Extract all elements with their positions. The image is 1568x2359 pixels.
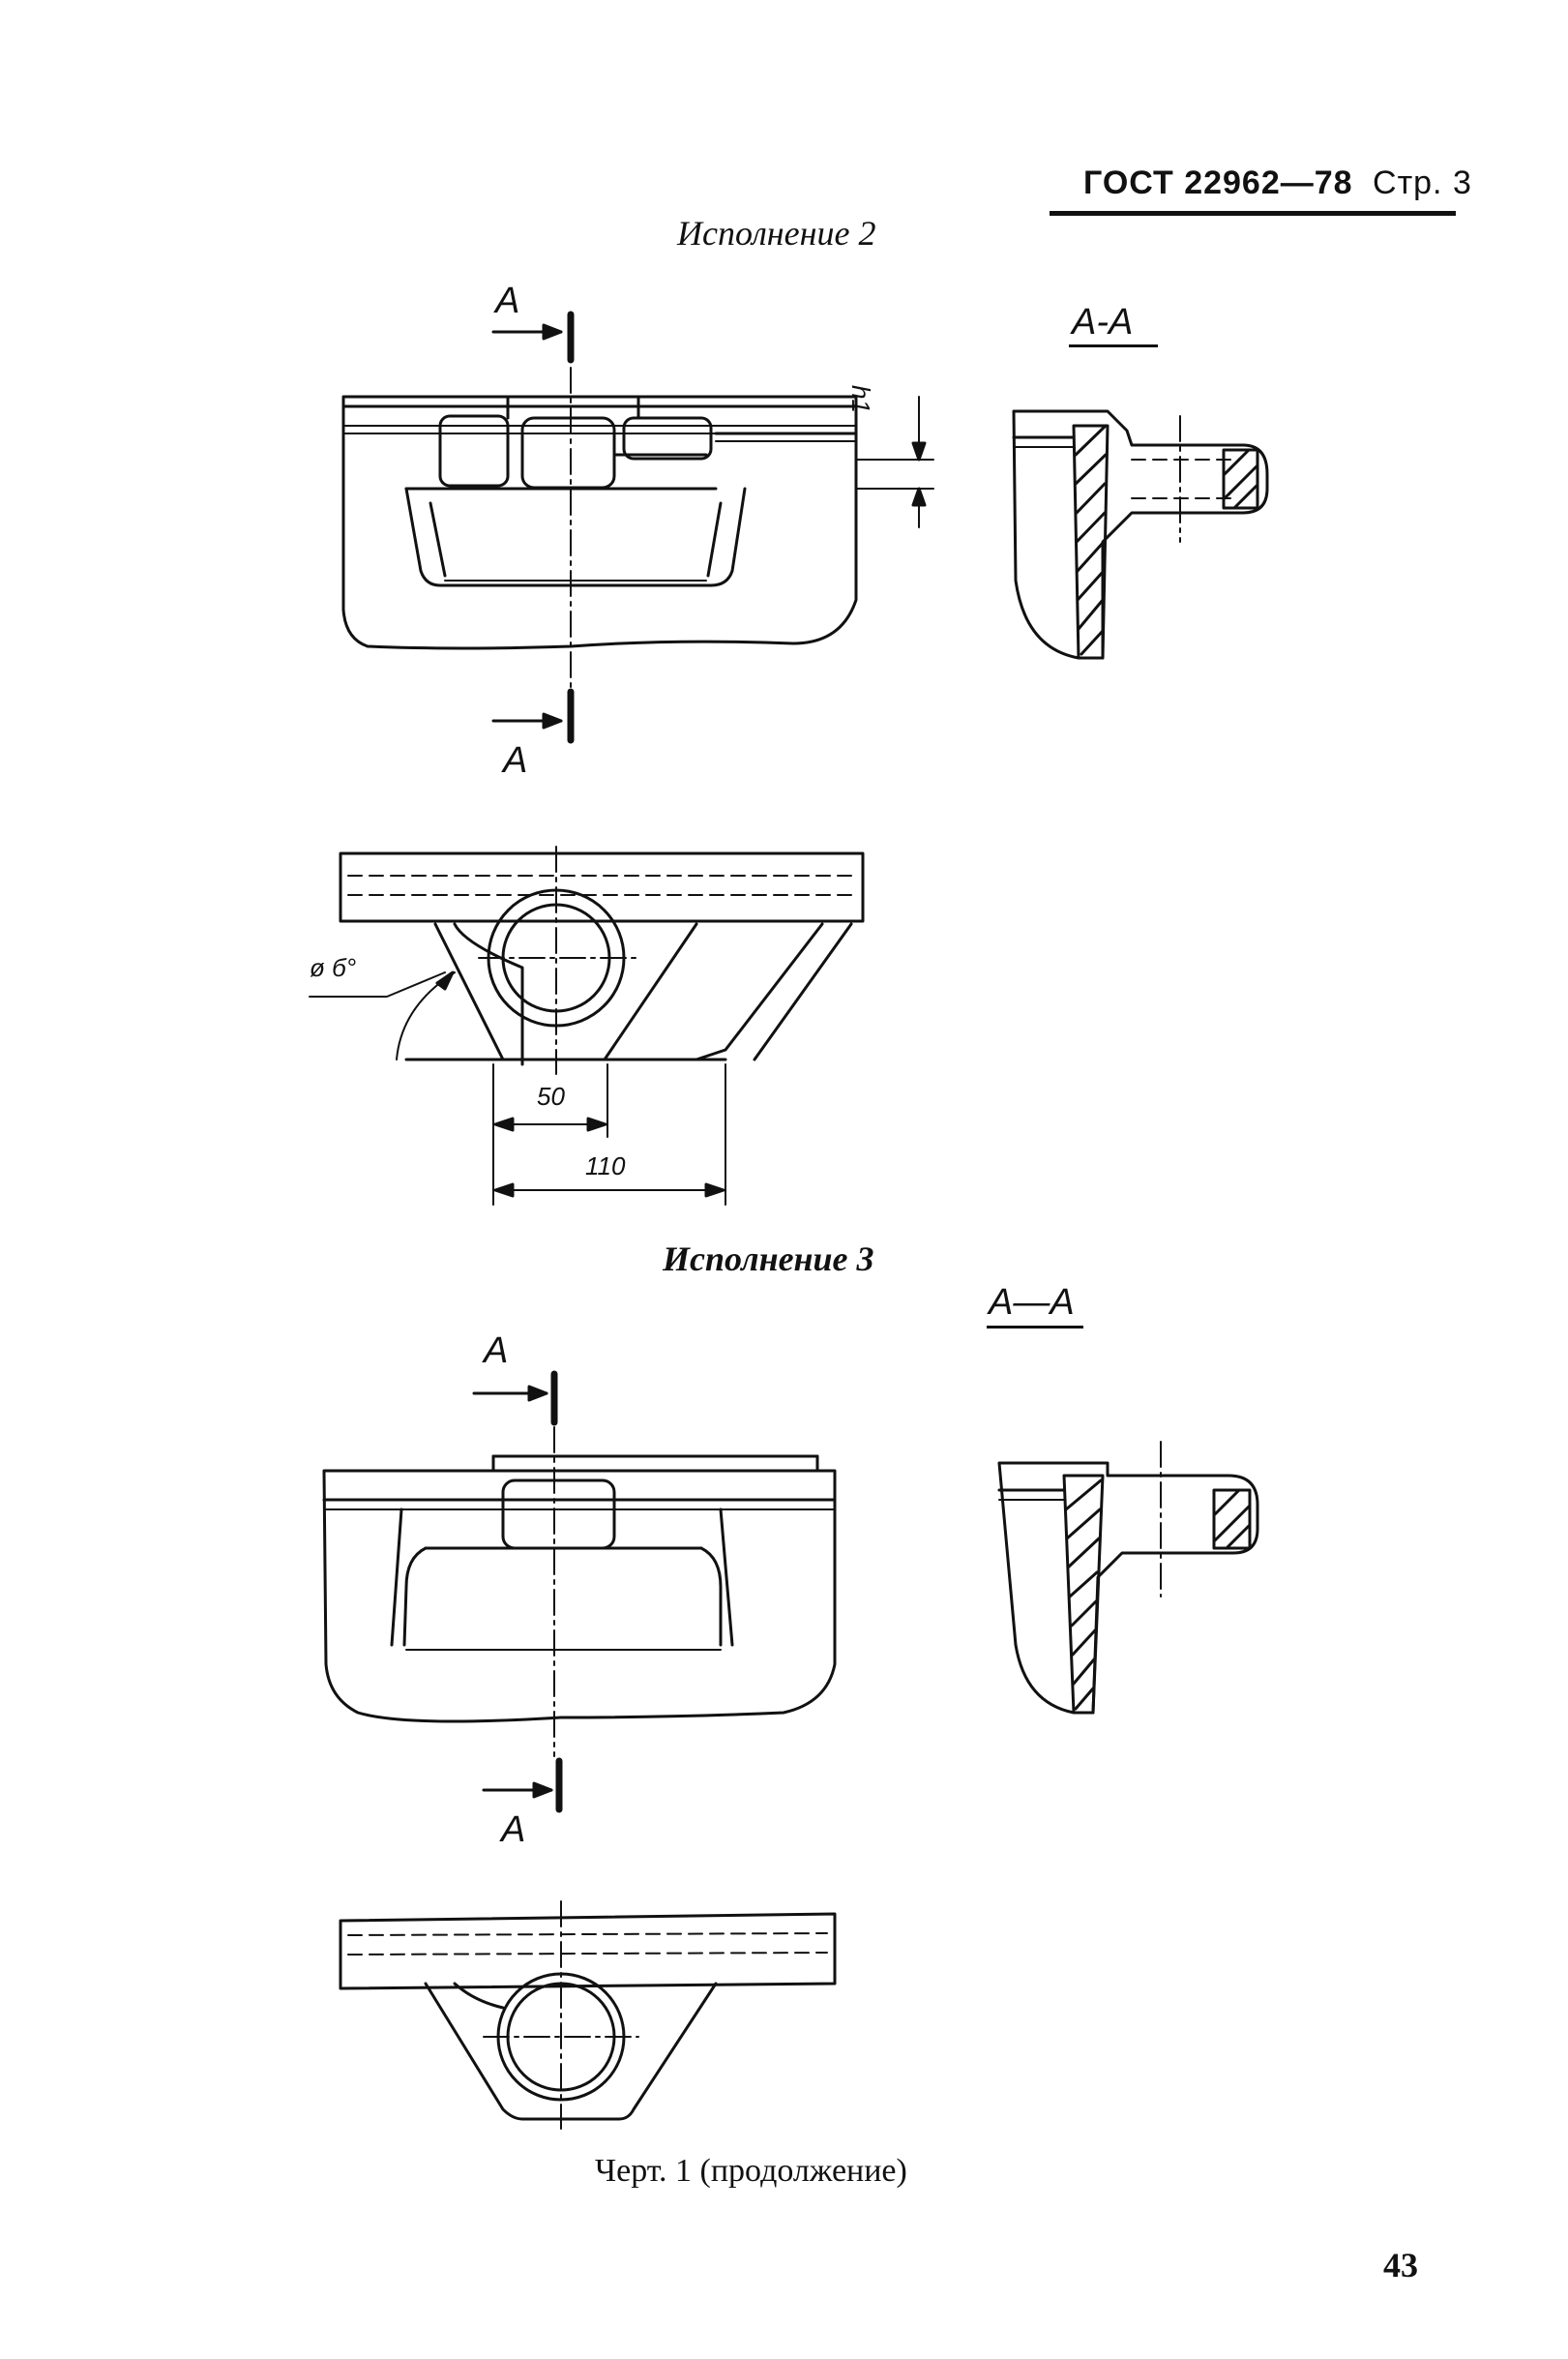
variant-3-section-view	[997, 1441, 1259, 1715]
variant-2-section-view	[1012, 409, 1269, 660]
cut-label-bottom-3: А	[501, 1809, 526, 1850]
standard-number: ГОСТ 22962—78	[1083, 164, 1353, 201]
cut-label-bottom-2: А	[503, 740, 528, 781]
dimension-diameter: ø б°	[310, 953, 357, 982]
header-rule	[1050, 211, 1456, 216]
section-label-a-a-3: А—А	[989, 1282, 1075, 1323]
variant-3-front-view	[322, 1370, 837, 1813]
figure-caption: Черт. 1 (продолжение)	[595, 2153, 907, 2189]
section-label-underline-2	[1069, 344, 1158, 347]
cut-label-top-3: А	[484, 1330, 509, 1371]
dimension-50: 50	[537, 1082, 565, 1111]
document-header: ГОСТ 22962—78 Стр. 3	[1083, 164, 1472, 202]
page-label: Стр. 3	[1373, 164, 1472, 201]
dimension-110: 110	[585, 1151, 626, 1180]
section-label-a-a-2: А-А	[1072, 302, 1134, 343]
variant-3-bottom-view	[339, 1900, 837, 2130]
variant-3-title: Исполнение 3	[663, 1239, 874, 1278]
page-number: 43	[1383, 2246, 1418, 2284]
variant-2-bottom-view	[309, 846, 865, 1206]
cut-label-top-2: А	[495, 281, 520, 321]
variant-2-title: Исполнение 2	[677, 214, 876, 253]
section-label-underline-3	[987, 1326, 1083, 1329]
variant-2-front-view	[341, 311, 934, 744]
